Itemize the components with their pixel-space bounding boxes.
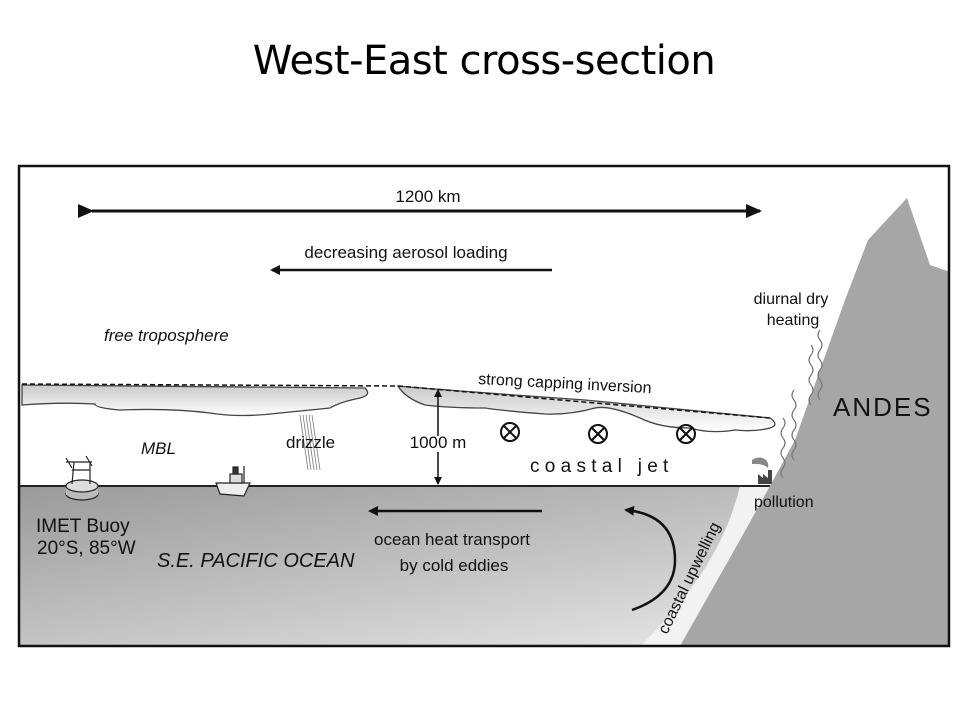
ocean-label: S.E. PACIFIC OCEAN	[157, 550, 355, 572]
pollution-label: pollution	[754, 494, 814, 511]
andes-mountain	[680, 198, 950, 646]
jet-into-page-icon	[676, 424, 696, 444]
diagram-title: West-East cross-section	[252, 38, 716, 84]
heat-transport-label-2: by cold eddies	[400, 556, 509, 575]
heating-waves-icon	[780, 329, 823, 479]
factory-icon	[752, 457, 772, 484]
buoy-label-1: IMET Buoy	[36, 516, 130, 537]
drizzle-label: drizzle	[286, 433, 335, 452]
jet-into-page-icon	[500, 422, 520, 442]
research-ship-icon	[215, 466, 251, 497]
imet-buoy-icon	[65, 455, 99, 501]
cloud-deck-west	[21, 384, 369, 417]
andes-label: ANDES	[833, 392, 933, 422]
cloud-deck-east	[396, 385, 776, 433]
heat-transport-label-1: ocean heat transport	[374, 530, 530, 549]
coastal-jet-label: c o a s t a l j e t	[530, 456, 669, 477]
capping-inversion-line	[21, 383, 771, 419]
mbl-label: MBL	[141, 439, 176, 458]
diurnal-heating-label-2: heating	[767, 312, 820, 329]
diagram-frame	[17, 164, 951, 648]
diurnal-heating-label-1: diurnal dry	[754, 291, 829, 308]
height-label: 1000 m	[410, 433, 467, 452]
aerosol-label: decreasing aerosol loading	[304, 243, 507, 262]
distance-label: 1200 km	[395, 187, 460, 206]
free-troposphere-label: free troposphere	[104, 326, 229, 345]
upwelling-arrow	[624, 505, 677, 612]
drizzle-streaks	[299, 414, 321, 471]
jet-into-page-icon	[588, 424, 608, 444]
upwelling-band	[640, 486, 775, 646]
capping-inversion-label: strong capping inversion	[478, 371, 652, 397]
buoy-label-2: 20°S, 85°W	[37, 538, 136, 559]
